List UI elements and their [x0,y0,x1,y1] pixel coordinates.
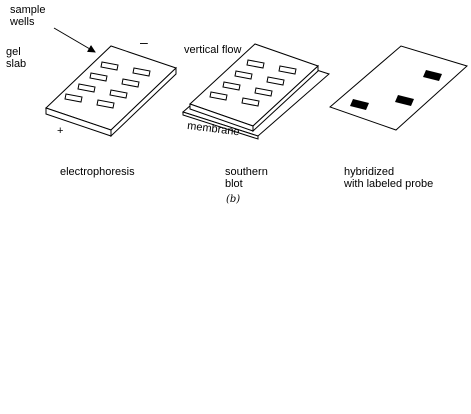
hybridized-label: hybridized with labeled probe [344,166,434,190]
gel-well [121,78,140,88]
probe-band [423,70,442,81]
gel-slab-side [110,66,177,138]
probe-band [350,99,369,110]
blot-well [254,87,273,97]
gel-slab-label: gel slab [6,46,27,70]
panel-letter: (b) [226,194,241,205]
blot-gel-side [252,64,319,133]
hybridized-membrane [329,45,468,131]
gel-well [109,89,128,99]
blot-stack [182,43,330,140]
probe-band [395,95,414,106]
gel-well [64,93,83,103]
negative-electrode-label: – [140,34,148,50]
gel-well [132,67,151,77]
gel-well [100,61,119,71]
vertical-flow-label: vertical flow [184,44,242,56]
positive-electrode-label: + [57,125,64,137]
membrane-edge [182,111,259,140]
blot-wells [209,59,297,107]
blot-well [234,70,253,80]
electrophoresis-label: electrophoresis [60,166,135,178]
blot-well [246,59,265,69]
blot-well [222,81,241,91]
gel-wells [64,61,151,109]
blot-well [209,91,228,101]
blot-well [241,97,260,107]
gel-well [96,99,115,109]
sample-wells-arrow [53,27,96,53]
blot-well [266,76,285,86]
gel-slab [45,45,177,138]
gel-well [77,83,96,93]
southern-blot-label: southern blot [225,166,268,190]
hybridized-sheet [329,45,468,131]
sample-wells-label: sample wells [10,4,46,28]
gel-well [89,72,108,82]
blot-well [278,65,297,75]
